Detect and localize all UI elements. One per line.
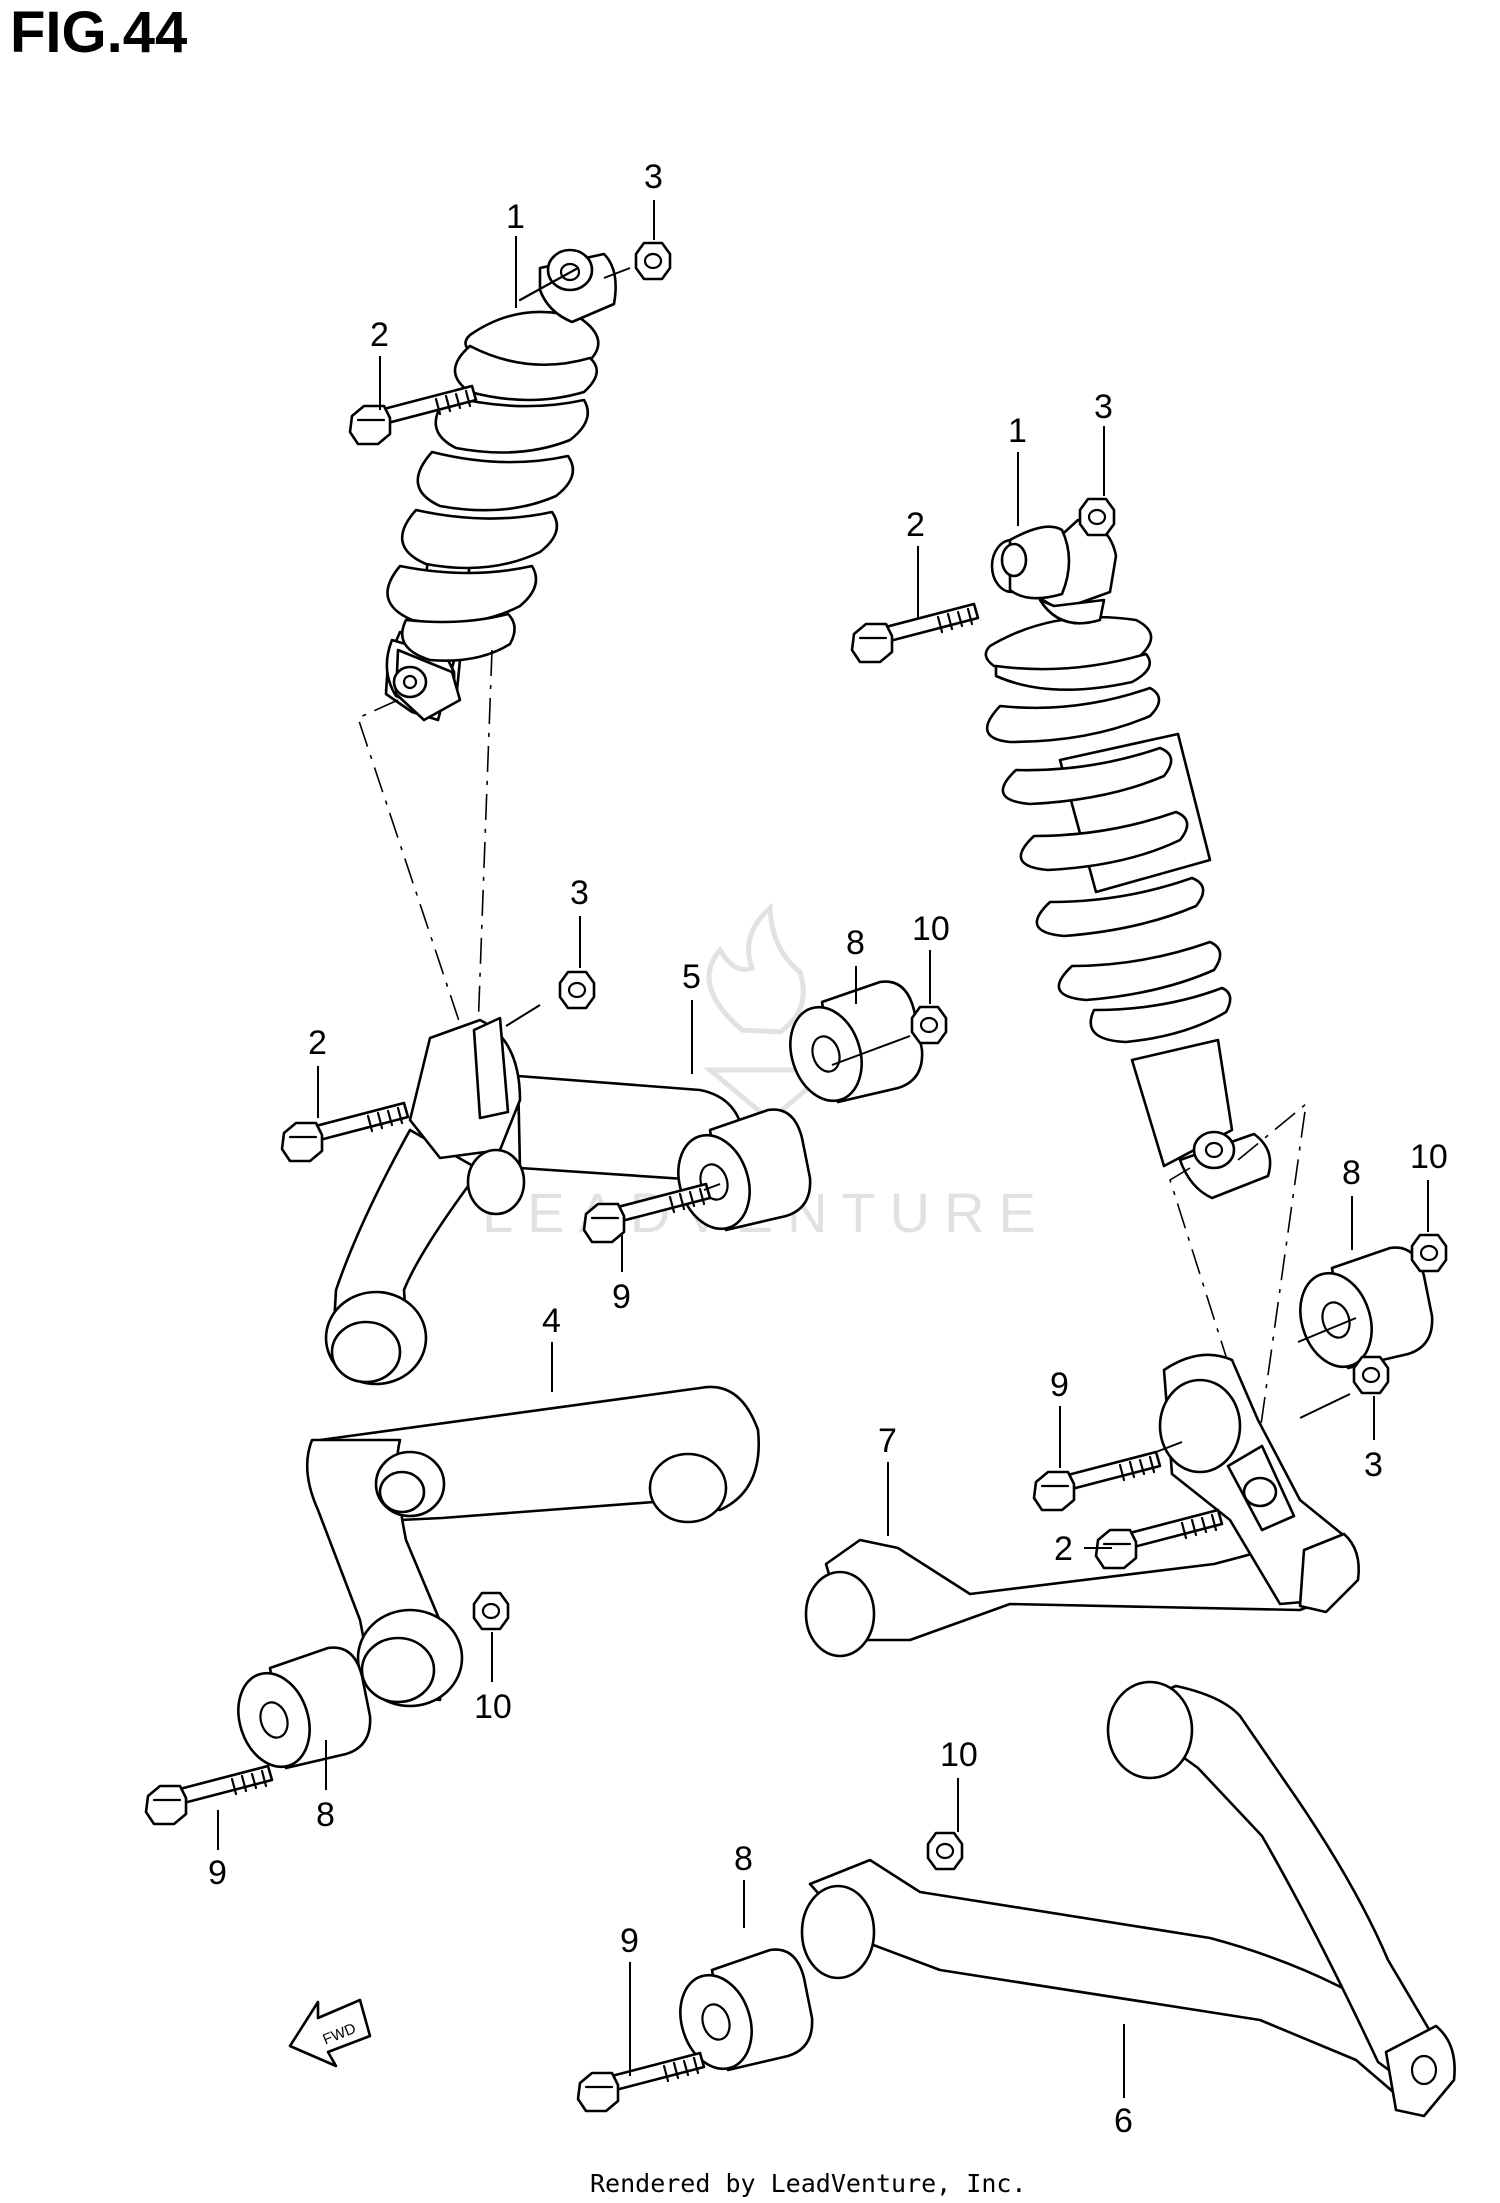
fwd-arrow-icon: FWD xyxy=(288,1998,372,2068)
callout-1-right: 1 xyxy=(1008,412,1027,450)
bolt-2-left-arm xyxy=(280,1101,410,1163)
nut-10-arm7 xyxy=(1410,1233,1448,1273)
shock-spring-right xyxy=(984,615,1232,1044)
callout-9-arm5: 9 xyxy=(612,1278,631,1316)
nut-10-upper-arm xyxy=(910,1005,948,1045)
nut-3-left-arm xyxy=(558,970,596,1010)
nut-10-arm4 xyxy=(472,1591,510,1631)
footer-credit: Rendered by LeadVenture, Inc. xyxy=(590,2169,1027,2198)
callout-5: 5 xyxy=(682,958,701,996)
nut-10-arm6 xyxy=(926,1831,964,1871)
nut-3-left-upper xyxy=(634,241,672,281)
callout-2-right: 2 xyxy=(906,506,925,544)
figure-title: FIG.44 xyxy=(10,0,187,65)
bolt-2-arm7 xyxy=(1094,1508,1224,1570)
callout-7: 7 xyxy=(878,1422,897,1460)
shock-spring-left xyxy=(386,310,600,662)
arm-7 xyxy=(804,1353,1360,1658)
callout-10-arm7: 10 xyxy=(1410,1138,1448,1176)
bolt-2-right-upper xyxy=(850,602,980,664)
callout-6: 6 xyxy=(1114,2102,1133,2140)
callout-1-left: 1 xyxy=(506,198,525,236)
callout-3-right: 3 xyxy=(1094,388,1113,426)
callout-10-arm6: 10 xyxy=(940,1736,978,1774)
callout-2-arm7: 2 xyxy=(1054,1530,1073,1568)
bolt-9-arm7 xyxy=(1032,1450,1162,1512)
nut-3-arm7 xyxy=(1352,1355,1390,1395)
callout-8-arm5: 8 xyxy=(846,924,865,962)
callout-3-arm7: 3 xyxy=(1364,1446,1383,1484)
callout-4: 4 xyxy=(542,1302,561,1340)
nut-3-right-upper xyxy=(1078,497,1116,537)
arm-6 xyxy=(800,1680,1456,2118)
callout-8-arm4: 8 xyxy=(316,1796,335,1834)
bolt-9-arm6 xyxy=(576,2051,706,2113)
rear-shock-absorber-left xyxy=(384,248,617,722)
callout-9-arm6: 9 xyxy=(620,1922,639,1960)
callout-2-arm5: 2 xyxy=(308,1024,327,1062)
arm-4 xyxy=(305,1385,760,1708)
bolt-9-arm4 xyxy=(144,1764,274,1826)
callout-9-arm7: 9 xyxy=(1050,1366,1069,1404)
bushing-8-arm7 xyxy=(1287,1246,1434,1378)
callout-8-arm7: 8 xyxy=(1342,1154,1361,1192)
callout-2-left: 2 xyxy=(370,316,389,354)
bushing-8-arm4 xyxy=(225,1646,372,1778)
callout-10-arm4: 10 xyxy=(474,1688,512,1726)
callout-labels: 1 2 3 1 2 3 3 2 5 8 10 9 10 8 4 9 3 xyxy=(208,158,1448,2140)
callout-10-arm5: 10 xyxy=(912,910,950,948)
callout-8-arm6: 8 xyxy=(734,1840,753,1878)
callout-3-left: 3 xyxy=(644,158,663,196)
callout-9-arm4: 9 xyxy=(208,1854,227,1892)
rear-shock-absorber-right xyxy=(984,518,1272,1200)
callout-3-arm5: 3 xyxy=(570,874,589,912)
